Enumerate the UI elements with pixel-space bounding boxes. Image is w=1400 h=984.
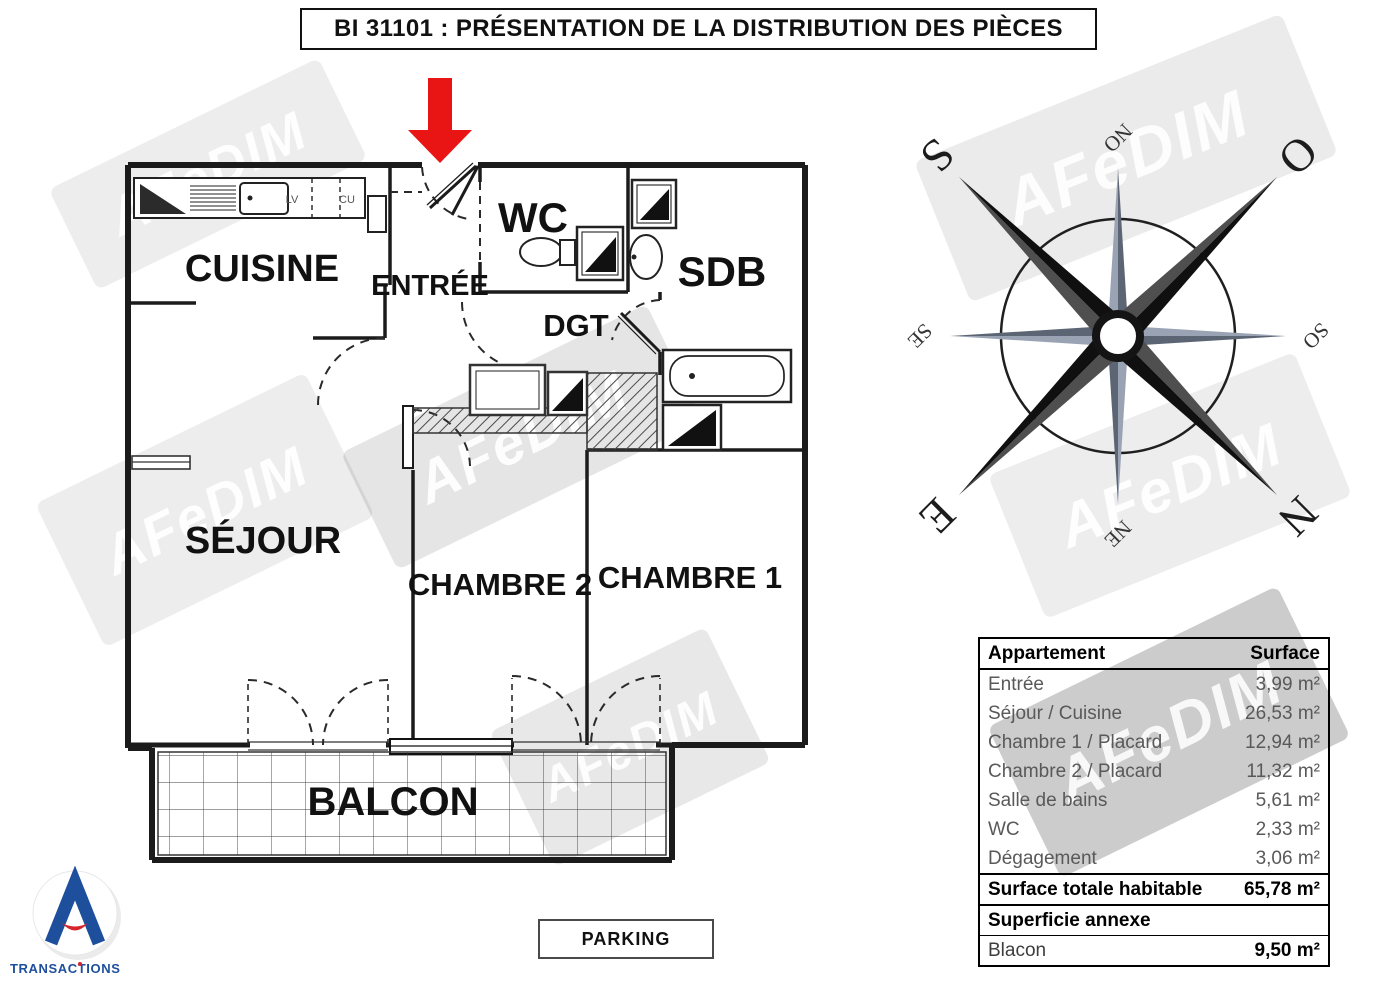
row-label: Entrée [988,673,1044,695]
annex-label: Blacon [988,939,1047,961]
kitchen-labels: LV CU [286,194,355,206]
table-row: Chambre 2 / Placard 11,32 m² [980,757,1328,786]
compass-major-points [958,176,1278,496]
table-row: Salle de bains 5,61 m² [980,786,1328,815]
table-row: Séjour / Cuisine 26,53 m² [980,699,1328,728]
compass-n: N [1269,487,1329,547]
row-value: 2,33 m² [1255,818,1320,840]
room-label-entree: ENTRÉE [371,268,489,302]
compass-s: S [911,129,965,183]
row-value: 5,61 m² [1255,789,1320,811]
table-row: Chambre 1 / Placard 12,94 m² [980,728,1328,757]
row-value: 3,99 m² [1255,673,1320,695]
total-label: Surface totale habitable [988,878,1203,900]
room-label-cuisine: CUISINE [185,248,339,290]
page-title: BI 31101 : PRÉSENTATION DE LA DISTRIBUTI… [300,8,1097,50]
label-lv: LV [286,194,299,206]
table-annex-row: Blacon 9,50 m² [980,935,1328,965]
compass-letters: N E S O NE SO SE NO [903,119,1334,553]
compass-e: E [910,488,966,544]
row-value: 26,53 m² [1245,702,1320,724]
windows [131,455,660,755]
logo-i-dot [78,962,82,966]
surface-table: Appartement Surface Entrée 3,99 m² Séjou… [978,637,1330,967]
kitchen-counter [133,177,387,233]
logo-wordmark: TRANSACTIONS [10,961,121,976]
table-total-row: Surface totale habitable 65,78 m² [980,873,1328,904]
entrance-arrow-icon [408,78,472,163]
table-header-surface: Surface [1250,642,1320,664]
label-cu: CU [339,194,355,206]
room-label-balcon: BALCON [307,780,478,824]
room-labels: CUISINE ENTRÉE WC SDB DGT SÉJOUR CHAMBRE… [185,194,782,824]
row-value: 11,32 m² [1246,760,1320,782]
row-label: Chambre 2 / Placard [988,760,1163,782]
room-label-sejour: SÉJOUR [185,518,341,562]
row-label: Séjour / Cuisine [988,702,1123,724]
compass-se: SE [903,319,937,353]
annex-value: 9,50 m² [1254,939,1320,961]
room-label-chambre2: CHAMBRE 2 [408,567,592,602]
door-arcs [247,166,661,746]
table-header-apartment: Appartement [988,642,1106,664]
compass-rose: N E S O NE SO SE NO [903,119,1334,553]
table-row: Dégagement 3,06 m² [980,844,1328,873]
logo-a-glyph [44,866,106,946]
placards [412,363,658,451]
table-row: WC 2,33 m² [980,815,1328,844]
bathtub [661,348,793,452]
row-value: 3,06 m² [1255,847,1320,869]
wc-fixtures [519,178,678,282]
row-value: 12,94 m² [1245,731,1320,753]
door-leaves [426,162,662,355]
total-value: 65,78 m² [1243,878,1320,900]
door-leaf-lines [247,678,661,745]
room-label-wc: WC [498,194,568,241]
room-label-dgt: DGT [543,308,609,343]
dashed-partitions [390,182,481,262]
table-header-row: Appartement Surface [980,639,1328,670]
row-label: Chambre 1 / Placard [988,731,1163,753]
parking-label: PARKING [538,919,714,959]
agency-logo [32,866,121,960]
compass-minor-points [950,168,1286,504]
room-label-sdb: SDB [678,248,767,295]
compass-ne: NE [1100,516,1137,553]
row-label: WC [988,818,1020,840]
room-label-chambre1: CHAMBRE 1 [598,560,782,595]
table-row: Entrée 3,99 m² [980,670,1328,699]
compass-no: NO [1099,119,1137,157]
annex-header-label: Superficie annexe [988,909,1151,931]
row-label: Dégagement [988,847,1097,869]
balcony [157,751,667,856]
compass-so: SO [1298,318,1334,354]
table-annex-header-row: Superficie annexe [980,904,1328,935]
compass-o: O [1269,126,1329,186]
row-label: Salle de bains [988,789,1108,811]
logo-smile [62,923,88,931]
